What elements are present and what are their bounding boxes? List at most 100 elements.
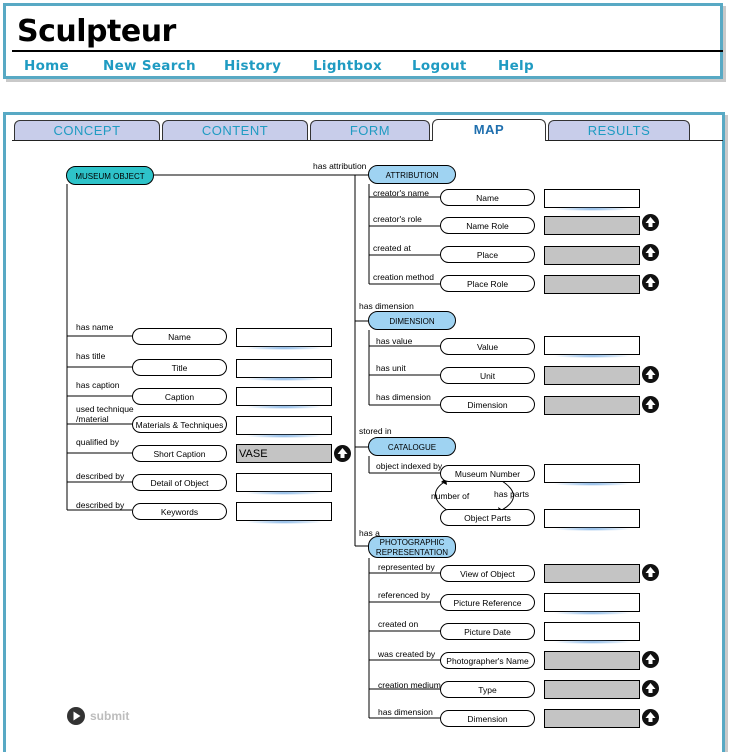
relation-label: creator's role: [373, 214, 422, 224]
caption-input[interactable]: [236, 387, 332, 406]
up-arrow-icon[interactable]: [642, 680, 659, 697]
relation-label: has unit: [376, 363, 406, 373]
attribution-node: ATTRIBUTION: [368, 165, 456, 184]
creator-name-input[interactable]: [544, 189, 640, 208]
short-caption-input[interactable]: [236, 444, 332, 463]
up-arrow-icon[interactable]: [642, 651, 659, 668]
relation-label: has dimension: [376, 392, 431, 402]
up-arrow-icon[interactable]: [642, 396, 659, 413]
input-shadow: [245, 377, 323, 381]
title-input[interactable]: [236, 359, 332, 378]
relation-label: has parts: [494, 489, 529, 499]
up-arrow-icon[interactable]: [642, 366, 659, 383]
property-object-parts: Object Parts: [440, 509, 535, 526]
app-logo: Sculpteur: [17, 14, 176, 49]
materials-input[interactable]: [236, 416, 332, 435]
photo-dimension-input[interactable]: [544, 709, 640, 728]
tab-content[interactable]: CONTENT: [162, 120, 308, 140]
property-materials: Materials & Techniques: [132, 416, 227, 433]
nav-lightbox[interactable]: Lightbox: [313, 58, 383, 74]
place-input[interactable]: [544, 246, 640, 265]
place-role-input[interactable]: [544, 275, 640, 294]
property-keywords: Keywords: [132, 503, 227, 520]
tab-results[interactable]: RESULTS: [548, 120, 690, 140]
property-dimension: Dimension: [440, 396, 535, 413]
property-short-caption: Short Caption: [132, 445, 227, 462]
type-input[interactable]: [544, 680, 640, 699]
unit-input[interactable]: [544, 366, 640, 385]
keywords-input[interactable]: [236, 502, 332, 521]
relation-label: creator's name: [373, 188, 429, 198]
property-name-role: Name Role: [440, 217, 535, 234]
relation-label: represented by: [378, 562, 435, 572]
tab-map[interactable]: MAP: [432, 119, 546, 141]
node-title-line: PHOTOGRAPHIC: [379, 538, 445, 547]
relation-label: described by: [76, 500, 125, 510]
property-unit: Unit: [440, 367, 535, 384]
input-shadow: [245, 405, 323, 409]
input-shadow: [553, 527, 631, 531]
dimension-node: DIMENSION: [368, 311, 456, 330]
name-input[interactable]: [236, 328, 332, 347]
header-frame: [3, 3, 723, 79]
relation-label: has title: [76, 351, 106, 361]
catalogue-node: CATALOGUE: [368, 437, 456, 456]
property-place: Place: [440, 246, 535, 263]
relation-label: created on: [378, 619, 419, 629]
input-shadow: [553, 354, 631, 358]
up-arrow-icon[interactable]: [642, 244, 659, 261]
property-photo-dimension: Dimension: [440, 710, 535, 727]
relation-label: has value: [376, 336, 413, 346]
relation-label: has caption: [76, 380, 120, 390]
edge-label: has dimension: [359, 301, 414, 311]
property-caption: Caption: [132, 388, 227, 405]
up-arrow-icon[interactable]: [334, 445, 351, 462]
relation-label: has name: [76, 322, 114, 332]
edge-label: has a: [359, 528, 380, 538]
nav-help[interactable]: Help: [498, 58, 534, 74]
dimension-input[interactable]: [544, 396, 640, 415]
edge-label: stored in: [359, 426, 392, 436]
photographic-representation-node: PHOTOGRAPHIC REPRESENTATION: [368, 536, 456, 558]
relation-label: used technique /material: [76, 404, 134, 424]
nav-logout[interactable]: Logout: [412, 58, 467, 74]
detail-input[interactable]: [236, 473, 332, 492]
value-input[interactable]: [544, 336, 640, 355]
property-place-role: Place Role: [440, 275, 535, 292]
nav-new-search[interactable]: New Search: [103, 58, 196, 74]
picture-date-input[interactable]: [544, 622, 640, 641]
relation-label: creation medium: [378, 680, 441, 690]
relation-label: creation method: [373, 272, 434, 282]
property-value: Value: [440, 338, 535, 355]
name-role-input[interactable]: [544, 216, 640, 235]
property-photographers-name: Photographer's Name: [440, 652, 535, 669]
input-shadow: [553, 207, 631, 211]
property-picture-date: Picture Date: [440, 623, 535, 640]
input-shadow: [553, 482, 631, 486]
up-arrow-icon[interactable]: [642, 564, 659, 581]
property-museum-number: Museum Number: [440, 465, 535, 482]
node-title-line: REPRESENTATION: [375, 548, 449, 557]
nav-divider: [12, 50, 723, 52]
up-arrow-icon[interactable]: [642, 214, 659, 231]
relation-label: was created by: [378, 649, 436, 659]
property-name: Name: [132, 328, 227, 345]
object-parts-input[interactable]: [544, 509, 640, 528]
nav-home[interactable]: Home: [24, 58, 69, 74]
submit-icon: [67, 707, 85, 725]
up-arrow-icon[interactable]: [642, 274, 659, 291]
tab-concept[interactable]: CONCEPT: [14, 120, 160, 140]
up-arrow-icon[interactable]: [642, 709, 659, 726]
view-of-object-input[interactable]: [544, 564, 640, 583]
property-creator-name: Name: [440, 189, 535, 206]
relation-label: object indexed by: [376, 461, 443, 471]
input-shadow: [553, 611, 631, 615]
tab-form[interactable]: FORM: [310, 120, 430, 140]
picture-reference-input[interactable]: [544, 593, 640, 612]
property-title: Title: [132, 359, 227, 376]
input-shadow: [245, 520, 323, 524]
input-shadow: [245, 491, 323, 495]
nav-history[interactable]: History: [224, 58, 282, 74]
photographers-name-input[interactable]: [544, 651, 640, 670]
museum-number-input[interactable]: [544, 464, 640, 483]
